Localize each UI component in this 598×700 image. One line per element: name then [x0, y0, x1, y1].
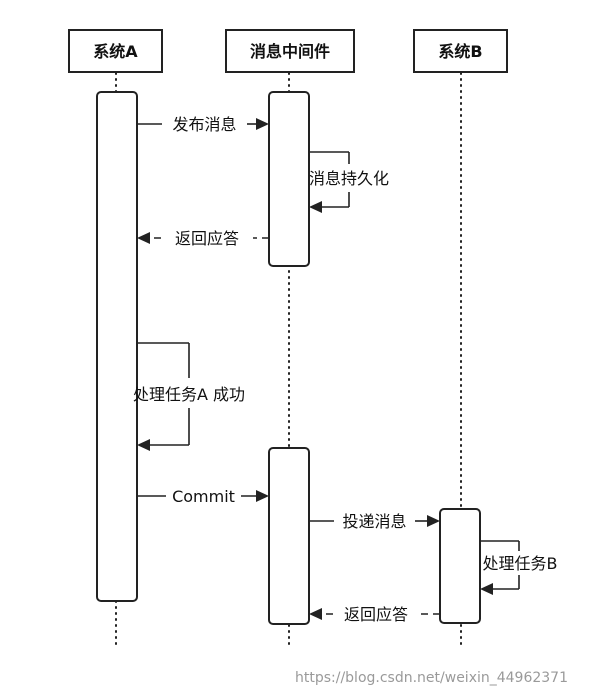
- message-reply-2: 返回应答: [309, 605, 440, 624]
- message-label-persist: 消息持久化: [309, 169, 389, 188]
- message-reply-1: 返回应答: [137, 229, 269, 248]
- participant-middleware: 消息中间件: [225, 29, 355, 73]
- message-process-b: 处理任务B: [480, 540, 558, 595]
- message-process-a: 处理任务A 成功: [133, 342, 245, 451]
- participant-box-middleware: [225, 29, 355, 73]
- message-label-reply-1: 返回应答: [175, 229, 239, 248]
- participant-label-middleware: 消息中间件: [250, 42, 330, 61]
- message-commit: Commit: [137, 487, 269, 506]
- participant-label-system-a: 系统A: [93, 42, 138, 61]
- activation-system-a: [96, 91, 138, 602]
- watermark-url: https://blog.csdn.net/weixin_44962371: [295, 670, 568, 686]
- participant-box-system-a: [68, 29, 163, 73]
- arrow-head-left: [137, 439, 150, 451]
- arrow-head-left: [480, 583, 493, 595]
- activation-middleware-2: [268, 447, 310, 625]
- message-publish: 发布消息: [137, 115, 269, 134]
- message-label-deliver: 投递消息: [342, 512, 406, 531]
- message-label-reply-2: 返回应答: [344, 605, 408, 624]
- arrow-head-left: [309, 201, 322, 213]
- message-label-process-a: 处理任务A 成功: [133, 385, 245, 404]
- participant-system-b: 系统B: [413, 29, 508, 73]
- activation-middleware-1: [268, 91, 310, 267]
- message-deliver: 投递消息: [309, 512, 440, 531]
- arrow-head-right: [427, 515, 440, 527]
- participant-label-system-b: 系统B: [438, 42, 482, 61]
- arrow-head-left: [137, 232, 150, 244]
- arrow-head-right: [256, 118, 269, 130]
- arrow-head-right: [256, 490, 269, 502]
- message-persist: 消息持久化: [309, 151, 389, 213]
- participant-box-system-b: [413, 29, 508, 73]
- activation-system-b: [439, 508, 481, 624]
- participant-system-a: 系统A: [68, 29, 163, 73]
- message-label-publish: 发布消息: [172, 115, 236, 134]
- message-label-process-b: 处理任务B: [483, 554, 558, 573]
- arrow-head-left: [309, 608, 322, 620]
- message-label-commit: Commit: [172, 487, 235, 506]
